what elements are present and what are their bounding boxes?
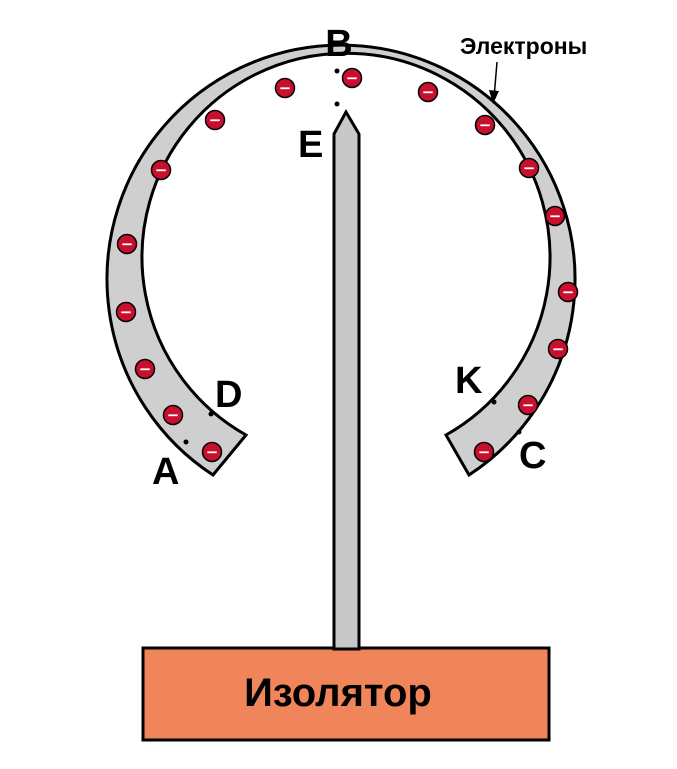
svg-text:−: −	[522, 396, 535, 414]
electron: −	[473, 441, 495, 463]
label-e: E	[298, 124, 323, 166]
svg-text:−: −	[478, 443, 491, 461]
label-k: K	[455, 360, 483, 402]
insulator-label: Изолятор	[244, 671, 432, 715]
svg-text:−: −	[139, 360, 152, 378]
electron: −	[557, 281, 579, 303]
point-k-marker	[491, 399, 497, 405]
point-a-marker	[183, 439, 189, 445]
svg-text:−: −	[279, 79, 292, 97]
electron: −	[417, 81, 439, 103]
electron: −	[517, 394, 539, 416]
point-markers	[183, 68, 522, 445]
point-d-marker	[208, 411, 214, 417]
electron: −	[274, 77, 296, 99]
electron: −	[150, 159, 172, 181]
svg-text:−: −	[155, 161, 168, 179]
electron: −	[116, 233, 138, 255]
electrons-arrow	[489, 61, 499, 104]
point-b-marker	[334, 68, 340, 74]
electron: −	[547, 338, 569, 360]
point-e-marker	[334, 101, 340, 107]
electrons-group: − − − − − − − −	[115, 67, 579, 463]
electron: −	[134, 358, 156, 380]
label-a: A	[152, 451, 179, 493]
electron: −	[162, 404, 184, 426]
electrons-annotation: Электроны	[460, 33, 587, 59]
svg-text:−: −	[549, 207, 562, 225]
svg-text:−: −	[346, 69, 359, 87]
insulator-base	[141, 646, 551, 742]
svg-text:−: −	[479, 116, 492, 134]
svg-text:−: −	[121, 235, 134, 253]
svg-text:−: −	[206, 443, 219, 461]
electron: −	[201, 441, 223, 463]
svg-text:−: −	[422, 83, 435, 101]
svg-text:−: −	[552, 340, 565, 358]
electron: −	[204, 109, 226, 131]
horseshoe-conductor	[105, 43, 577, 478]
metal-rod	[332, 108, 361, 651]
label-c: C	[519, 435, 546, 477]
electron: −	[474, 114, 496, 136]
electron: −	[115, 301, 137, 323]
svg-text:−: −	[523, 159, 536, 177]
svg-text:−: −	[562, 283, 575, 301]
label-d: D	[215, 374, 242, 416]
svg-text:−: −	[120, 303, 133, 321]
svg-text:−: −	[167, 406, 180, 424]
svg-text:−: −	[209, 111, 222, 129]
electron: −	[341, 67, 363, 89]
label-b: B	[325, 23, 352, 65]
electron: −	[544, 205, 566, 227]
point-c-marker	[516, 429, 522, 435]
electron: −	[518, 157, 540, 179]
